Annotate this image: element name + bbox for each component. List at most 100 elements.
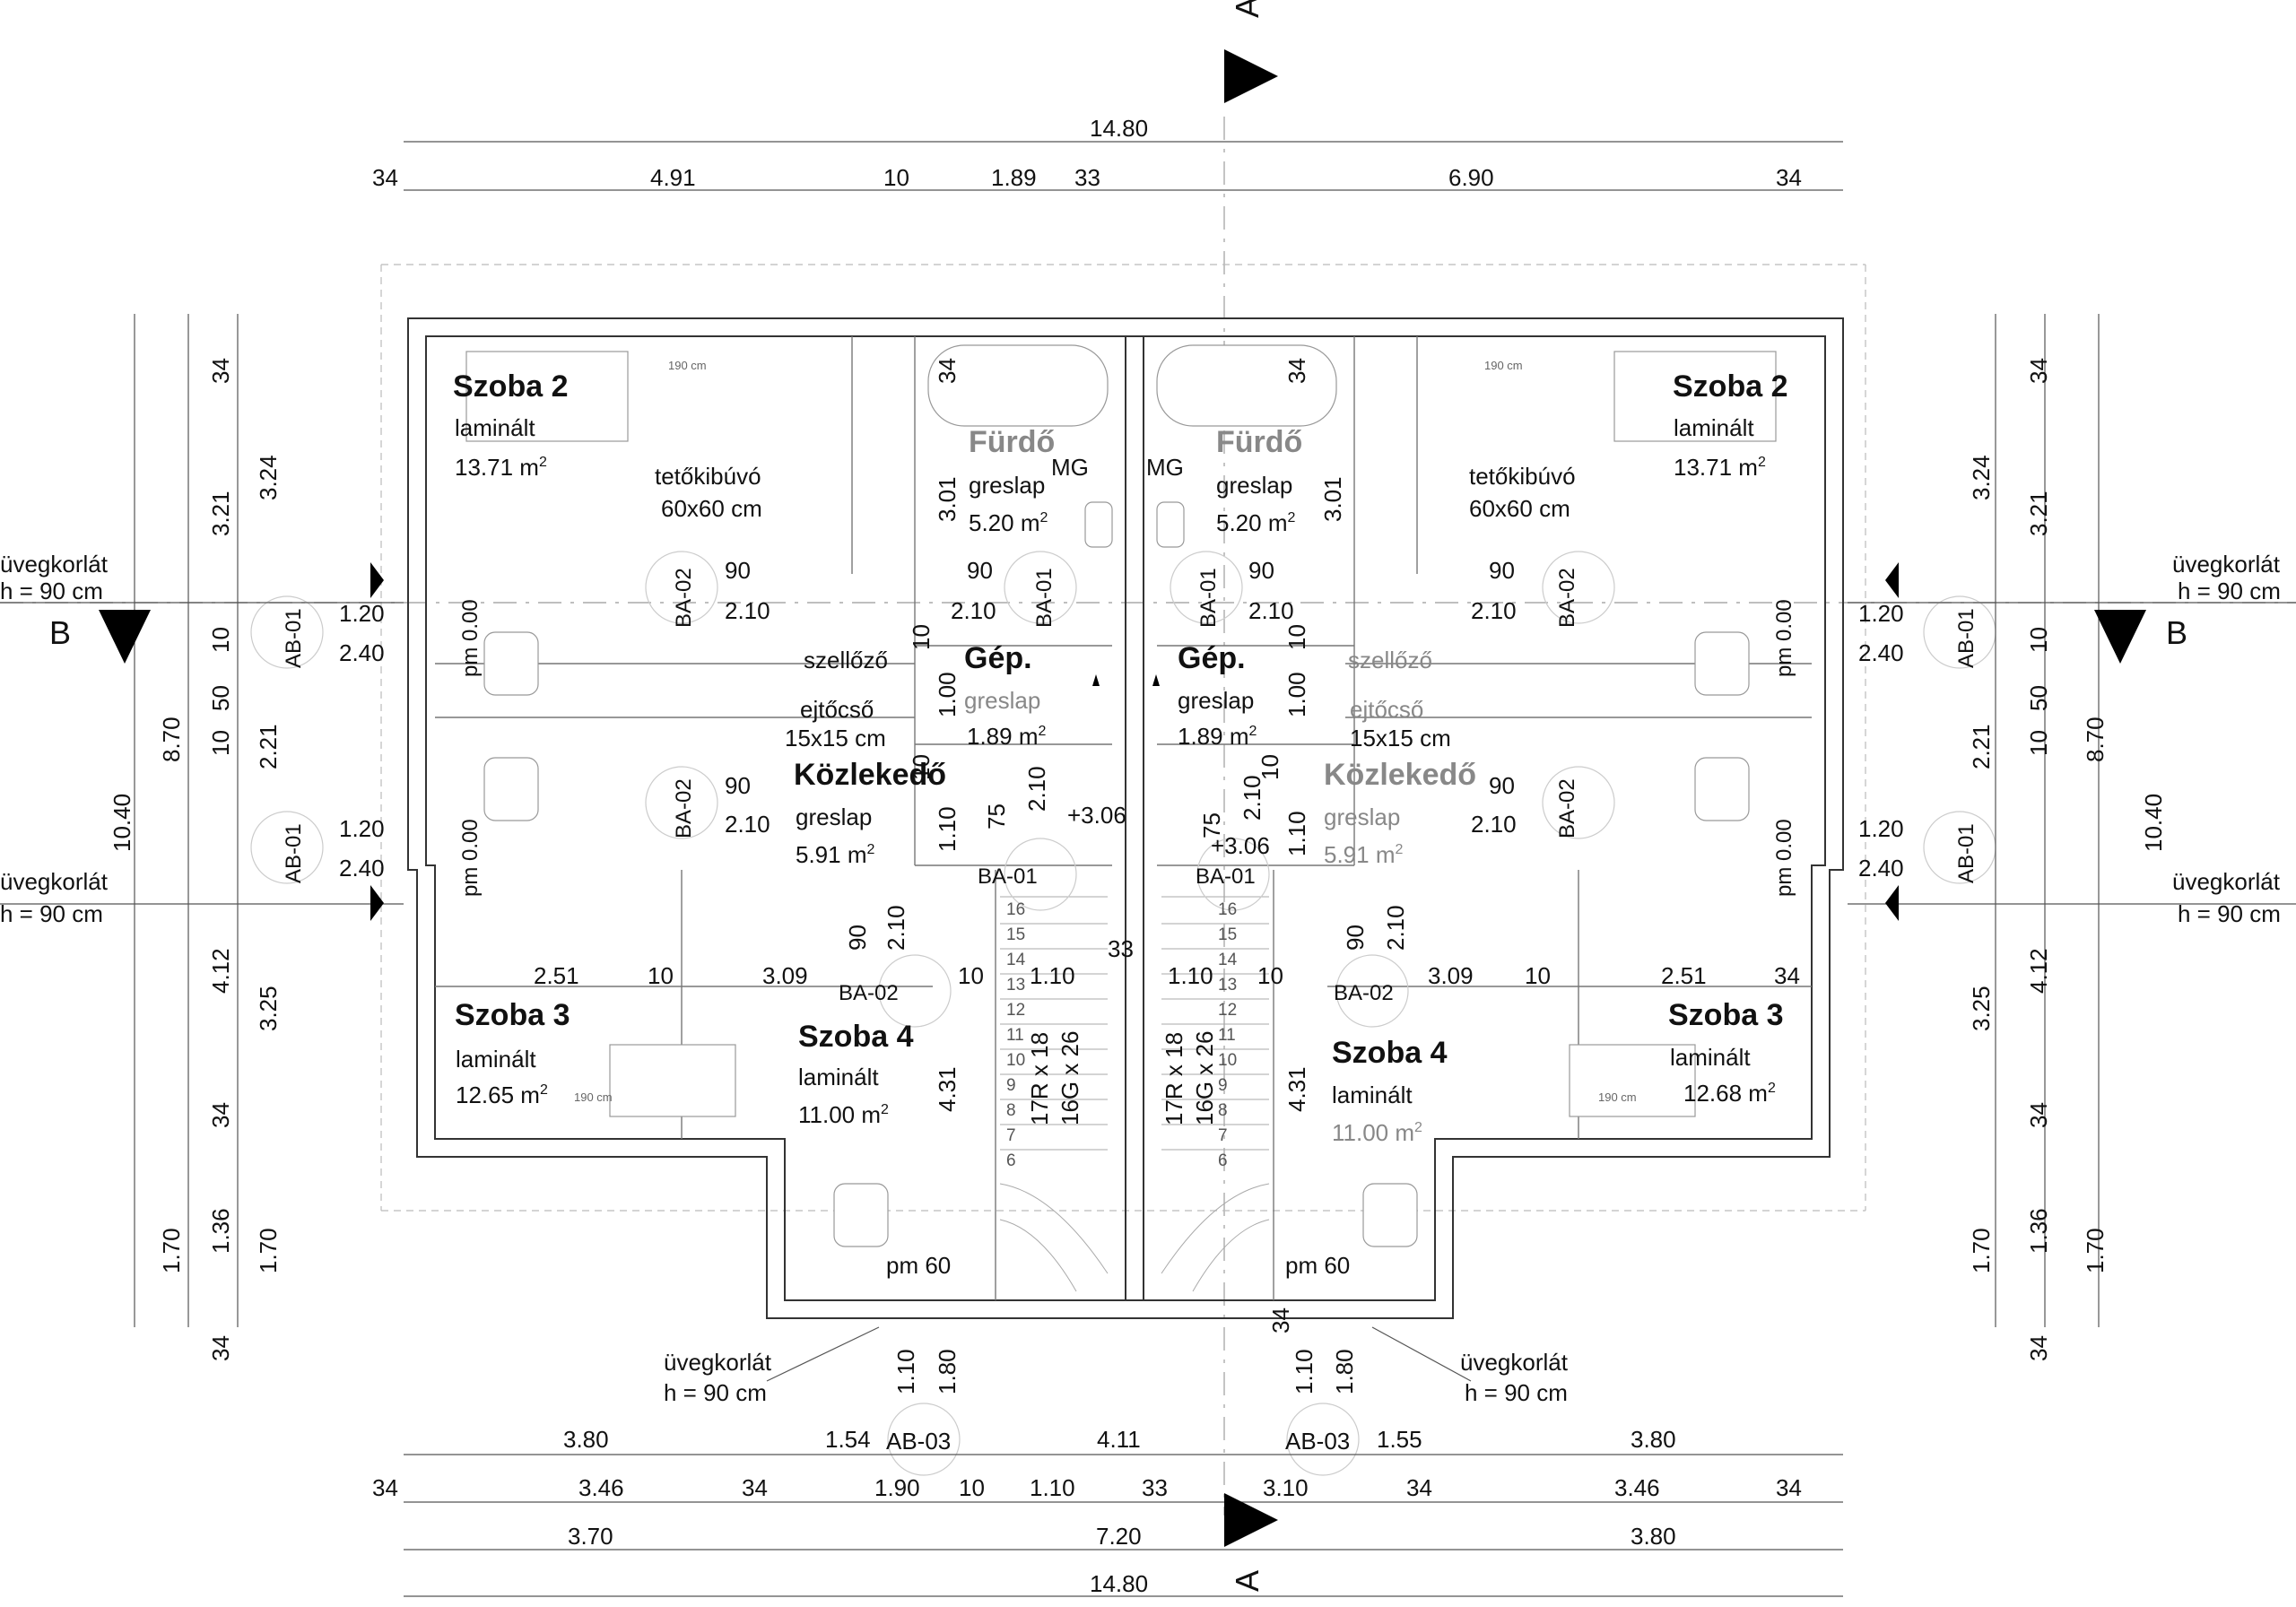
step-right-16: 16: [1218, 900, 1237, 919]
pm000-right-bottom: pm 0.00: [1772, 819, 1796, 897]
stair-left-l2: 16G x 26: [1057, 1030, 1083, 1125]
v110-bottom-right: 1.10: [1291, 1349, 1318, 1394]
h210-right-mid: 2.10: [1471, 811, 1517, 838]
step-right-10: 10: [1218, 1051, 1237, 1070]
szoba2-right-area: 13.71 m2: [1674, 454, 1766, 481]
bottom-r2-1: 34: [372, 1474, 398, 1501]
bed-size-szoba3-left: 190 cm: [574, 1090, 613, 1104]
v75-stair-right: 75: [1198, 812, 1225, 838]
left-mid-50: 50: [207, 685, 234, 711]
tetokibuvo-size-left: 60x60 cm: [661, 495, 762, 522]
ba02-left-top: BA-02: [672, 568, 696, 628]
bed-size-szoba3-right: 190 cm: [1598, 1090, 1637, 1104]
ejtocso-left: ejtőcső: [800, 696, 874, 723]
w90-furdo-right: 90: [1248, 557, 1274, 584]
szoba4-left-floor: laminált: [798, 1064, 879, 1090]
dimension-lines: [0, 141, 2296, 1597]
right-mid-34b: 34: [2025, 1102, 2052, 1128]
left-inner-324: 3.24: [255, 455, 282, 500]
right-mid-50: 50: [2025, 685, 2052, 711]
level-left: +3.06: [1067, 802, 1126, 829]
right-inner-325: 3.25: [1968, 986, 1995, 1031]
ejtocso-size-right: 15x15 cm: [1350, 725, 1451, 751]
section-a-bottom-label: A: [1229, 1570, 1265, 1592]
gep-right-area: 1.89 m2: [1178, 723, 1257, 750]
uvegkorlat-h-right-bottom: h = 90 cm: [2178, 900, 2281, 927]
ab03-right: AB-03: [1285, 1428, 1350, 1455]
top-dim-3: 10: [883, 164, 909, 191]
furdo-left-area: 5.20 m2: [969, 509, 1048, 536]
section-b-left-label: B: [49, 614, 71, 651]
ab01-left-top: AB-01: [282, 608, 306, 668]
left-inner-136: 1.36: [207, 1208, 234, 1254]
step-left-13: 13: [1006, 976, 1025, 995]
furdo-left-floor: greslap: [969, 472, 1045, 499]
v10b-gep-right: 10: [1257, 754, 1283, 780]
bottom-r1-1: 3.80: [563, 1426, 609, 1453]
railing-notes: üvegkorlát h = 90 cm üvegkorlát h = 90 c…: [0, 551, 2281, 1406]
v431-left: 4.31: [934, 1066, 961, 1112]
ba01-left-furdo: BA-01: [1032, 568, 1057, 628]
step-right-11: 11: [1218, 1026, 1236, 1045]
v251-right: 2.51: [1661, 962, 1707, 989]
stair-steps-left: 16 15 14 13 12 11 10 9 8 7 6: [1006, 900, 1026, 1170]
bottom-r3-3: 3.80: [1631, 1523, 1676, 1550]
bottom-r2-8: 3.10: [1263, 1474, 1309, 1501]
v10-left-sz3: 10: [648, 962, 674, 989]
v100-gep-right: 1.00: [1283, 672, 1310, 717]
pm000-left-bottom: pm 0.00: [458, 819, 483, 897]
left-mid-170: 1.70: [158, 1228, 185, 1273]
step-left-11: 11: [1006, 1026, 1024, 1045]
uvegkorlat-h-left-bottom: h = 90 cm: [0, 900, 103, 927]
left-inner-325: 3.25: [255, 986, 282, 1031]
szoba4-right-area: 11.00 m2: [1332, 1119, 1422, 1146]
v34-bottom-right: 34: [1267, 1307, 1294, 1333]
h210-kozl-right-door: 2.10: [1382, 905, 1409, 951]
left-outer-1040: 10.40: [109, 794, 135, 852]
szoba3-right-area: 12.68 m2: [1683, 1080, 1776, 1107]
v110-bottom-left: 1.10: [892, 1349, 919, 1394]
gep-left-name: Gép.: [964, 641, 1032, 675]
h210-stair-right: 2.10: [1239, 775, 1265, 821]
bottom-r1-3: 4.11: [1097, 1426, 1141, 1453]
h210-furdo-left: 2.10: [951, 597, 996, 624]
kozl-left-name: Közlekedő: [794, 758, 946, 792]
ba01-stair-right: BA-01: [1196, 864, 1256, 889]
right-mid-10a: 10: [2025, 627, 2052, 653]
step-left-14: 14: [1006, 951, 1026, 969]
bottom-overall-dim: 14.80: [1090, 1570, 1148, 1597]
furniture: [465, 344, 1777, 1247]
bottom-r2-9: 34: [1406, 1474, 1432, 1501]
step-left-12: 12: [1006, 1001, 1025, 1020]
step-right-14: 14: [1218, 951, 1238, 969]
bottom-r1-4: 1.55: [1377, 1426, 1422, 1453]
top-dim-6: 6.90: [1448, 164, 1494, 191]
bottom-dimensions: 3.80 1.54 4.11 1.55 3.80 34 3.46 34 1.90…: [372, 1426, 1802, 1597]
left-inner-221: 2.21: [255, 724, 282, 769]
szoba4-right-name: Szoba 4: [1332, 1036, 1448, 1070]
step-right-7: 7: [1218, 1126, 1228, 1145]
v110-stair-right: 1.10: [1283, 811, 1310, 856]
left-mid-34c: 34: [207, 1335, 234, 1361]
step-right-12: 12: [1218, 1001, 1237, 1020]
step-left-7: 7: [1006, 1126, 1016, 1145]
tetokibuvo-right: tetőkibúvó: [1469, 463, 1576, 490]
v309-left: 3.09: [762, 962, 808, 989]
uvegkorlat-h-bottom-right: h = 90 cm: [1465, 1379, 1568, 1406]
v75-stair-left: 75: [983, 804, 1010, 830]
left-mid-34a: 34: [207, 358, 234, 384]
uvegkorlat-right-top: üvegkorlát: [2172, 551, 2281, 578]
uvegkorlat-h-right-top: h = 90 cm: [2178, 578, 2281, 604]
top-dimensions: 14.80 34 4.91 10 1.89 33 6.90 34: [372, 115, 1802, 191]
left-dimensions: 8.70 10.40 34 3.21 10 50 10 4.12 34 1.70…: [109, 358, 282, 1361]
step-right-9: 9: [1218, 1076, 1228, 1095]
right-mid-34c: 34: [2025, 1335, 2052, 1361]
v180-bottom-right: 1.80: [1331, 1349, 1358, 1394]
h240-left-bottom: 2.40: [339, 855, 385, 882]
szoba3-left-area: 12.65 m2: [456, 1081, 548, 1108]
ab01-left-bottom: AB-01: [282, 823, 306, 883]
left-mid-10b: 10: [207, 730, 234, 756]
left-mid-10a: 10: [207, 627, 234, 653]
szoba2-left-floor: laminált: [455, 414, 535, 441]
